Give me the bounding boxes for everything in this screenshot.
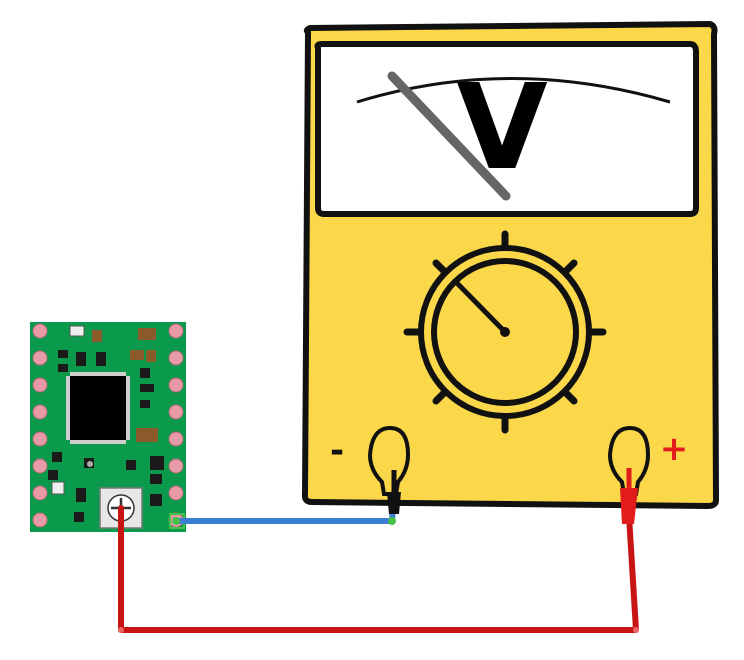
right-pin-pads <box>168 323 184 528</box>
unit-symbol: V <box>456 58 547 196</box>
driver-board <box>30 322 186 532</box>
left-pin-pads <box>32 323 48 528</box>
negative-probe[interactable] <box>387 470 401 514</box>
multimeter: V - + <box>301 21 719 509</box>
positive-wire[interactable] <box>118 497 639 633</box>
chip <box>66 372 130 444</box>
positive-jack[interactable] <box>607 425 651 496</box>
selector-dial[interactable] <box>403 230 607 434</box>
display-scale-arc <box>356 77 671 104</box>
dial-pointer <box>453 279 508 335</box>
positive-probe[interactable] <box>620 468 638 524</box>
meter-needle <box>387 71 511 201</box>
smd-components <box>48 325 164 522</box>
negative-label: - <box>330 431 344 471</box>
positive-label: + <box>660 429 689 469</box>
dial-center-dot <box>500 327 510 337</box>
dial-ticks <box>403 230 607 434</box>
negative-jack[interactable] <box>367 425 411 496</box>
